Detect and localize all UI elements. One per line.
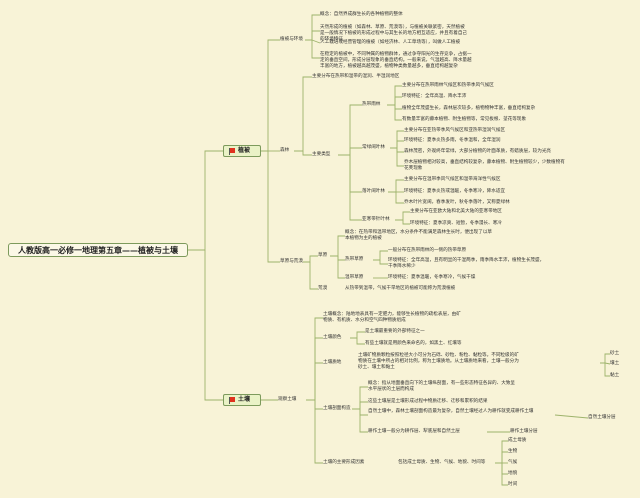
node-temperate-grass-1[interactable]: 环境特征：夏季温暖，冬季寒冷，气候干燥 [388, 275, 476, 280]
node-texture-sand[interactable]: 砂土 [610, 351, 620, 356]
node-tropical-grass-1[interactable]: 一般分布在热带雨林的一侧的热带草原 [388, 248, 467, 253]
node-deciduous-1[interactable]: 主要分布在温带季风气候区和温带海洋性气候区 [404, 177, 501, 182]
red-flag-icon [229, 397, 235, 404]
root-topic[interactable]: 人教版高一必修一地理第五章——植被与土壤 [8, 243, 188, 257]
node-conifer-2[interactable]: 环境特征：夏季凉爽、短暂，冬季漫长、寒冷 [410, 221, 502, 226]
node-rain-1[interactable]: 主要分布在热带雨林气候区和热带季风气候区 [402, 83, 494, 88]
node-deciduous-2[interactable]: 环境特征：夏季炎热或温暖，冬季寒冷，降水适宜 [404, 189, 506, 194]
node-rain-2[interactable]: 环境特征：全年高温、降水丰沛 [402, 94, 467, 99]
topic-soil[interactable]: 土壤 [223, 394, 261, 406]
node-factor-landform[interactable]: 地貌 [508, 471, 518, 476]
node-desert[interactable]: 荒漠 [318, 286, 328, 291]
node-factor-parent[interactable]: 成土母质 [508, 438, 527, 443]
node-profile-1[interactable]: 这些土壤层是土壤形成过程中物质迁移、迁移和累积的结果 [368, 399, 488, 404]
node-tropical-grass[interactable]: 热带草原 [345, 257, 364, 262]
node-evergreen-3[interactable]: 森林茂密，外观终年常绿，大部分植物的叶面革质，有蜡质层，较为光亮 [404, 149, 552, 154]
node-grass-desert[interactable]: 草原与荒漠 [280, 259, 303, 264]
node-env-adapt[interactable]: 在稳定的植被中，不同种属的植物群体，通过争夺阳光的生存竞争，占据一定的垂直空间，… [320, 52, 472, 69]
node-forest[interactable]: 森林 [280, 148, 290, 153]
node-factor-time[interactable]: 时间 [508, 482, 518, 487]
node-temperate-grass[interactable]: 温带草原 [345, 275, 364, 280]
node-soil-texture-text[interactable]: 土壤矿物质颗粒按照粒径大小可分为石砾、砂粒、粉粒、黏粒等。不同粒级的矿物质在土壤… [358, 353, 519, 370]
node-deciduous-3[interactable]: 乔木叶片宽阔，春季发叶，秋冬季落叶，又称夏绿林 [404, 200, 510, 205]
node-evergreen-1[interactable]: 主要分布在亚热带季风气候区和亚热带湿润气候区 [404, 128, 506, 133]
node-prairie[interactable]: 草原 [318, 253, 328, 258]
node-soil-color-2[interactable]: 有些土壤就是用颜色来命名的，如黑土、红壤等 [365, 341, 462, 346]
topic-vegetation-label: 植被 [238, 147, 251, 154]
node-observe-soil[interactable]: 观察土壤 [278, 397, 297, 402]
node-soil-concept[interactable]: 土壤概念：陆地地表具有一定肥力，能够生长植物的疏松表层，由矿物质、有机质、水分和… [323, 312, 461, 323]
node-soil-profile[interactable]: 土壤剖面构造 [323, 406, 351, 411]
red-flag-icon [229, 148, 235, 155]
node-natural-profile[interactable]: 自然土壤分层 [588, 415, 616, 420]
node-soil-factors[interactable]: 土壤的主要形成因素 [323, 460, 365, 465]
node-texture-loam[interactable]: 壤土 [610, 361, 620, 366]
node-evergreen-4[interactable]: 乔木层植物相对较高，垂直结构较复杂，藤本植物、附生植物较少，少数植物有花荚现象 [404, 160, 565, 171]
node-env-artificial[interactable]: 人工栽培或经营管理的植被（如经济林、人工草场等），叫做人工植被 [320, 40, 461, 45]
node-factor-climate[interactable]: 气候 [508, 460, 518, 465]
node-profile-2[interactable]: 自然土壤中，森林土壤剖面构造最为复杂，自然土壤经过人为耕作就变成耕作土壤 [368, 409, 534, 414]
node-conifer-1[interactable]: 主要分布在亚欧大陆和北美大陆的亚寒带地区 [410, 209, 502, 214]
topic-soil-label: 土壤 [238, 396, 251, 403]
node-rain-4[interactable]: 有数量丰富的藤本植物、附生植物等，常见板根、茎花等现象 [402, 117, 527, 122]
node-soil-color[interactable]: 土壤颜色 [323, 335, 342, 340]
node-rainforest[interactable]: 热带雨林 [362, 102, 381, 107]
node-forest-dist[interactable]: 主要分布在热带和温带的湿润、半湿润地区 [312, 74, 400, 79]
node-factor-bio[interactable]: 生物 [508, 449, 518, 454]
node-prairie-concept[interactable]: 概念：在热带和温带地区，水分条件不能满足森林生长时，便出现了以草本植物为主的植被 [345, 230, 493, 241]
node-texture-clay[interactable]: 黏土 [610, 373, 620, 378]
topic-vegetation[interactable]: 植被 [223, 145, 261, 157]
node-soil-color-1[interactable]: 是土壤最重要的外部特征之一 [365, 329, 425, 334]
node-cultivated-profile[interactable]: 耕作土壤分层 [510, 429, 538, 434]
node-evergreen-2[interactable]: 环境特征：夏季炎热多雨，冬季温和，全年湿润 [404, 138, 501, 143]
node-vegetation-env[interactable]: 植被与环境 [280, 37, 303, 42]
node-tropical-grass-2[interactable]: 环境特征：全年高温，且有明显的干湿两季，雨季降水丰沛，植物生长茂盛，干季降水稀少 [388, 258, 545, 269]
node-desert-text[interactable]: 从热带到温带，气候干旱地区的植被可能称为荒漠植被 [345, 286, 456, 291]
node-env-natural[interactable]: 天然形成的植被（如森林、草原、荒漠等），与植被关联紧密，天然植被是一般情况下植被… [320, 25, 468, 42]
node-env-concept[interactable]: 概念：自然界成群生长的各种植物的整体 [320, 12, 403, 17]
node-factors-text[interactable]: 包括成土母质、生物、气候、地貌、时间等 [398, 460, 486, 465]
node-soil-texture[interactable]: 土壤质地 [323, 360, 342, 365]
node-rain-3[interactable]: 植物全年茂盛生长，森林层次较多，植物物种丰富，垂直结构复杂 [402, 106, 536, 111]
node-deciduous[interactable]: 落叶阔叶林 [362, 189, 385, 194]
node-cultivated[interactable]: 耕作土壤一般分为耕作层、犁底层和自然土层 [368, 429, 460, 434]
node-forest-types[interactable]: 主要类型 [312, 152, 331, 157]
node-conifer[interactable]: 亚寒带针叶林 [362, 217, 390, 222]
node-evergreen[interactable]: 常绿阔叶林 [362, 145, 385, 150]
node-profile-concept[interactable]: 概念：指从地面垂直向下的土壤纵剖面，有一些形态特征各异的、大致呈水平层状的土层而… [368, 381, 516, 392]
